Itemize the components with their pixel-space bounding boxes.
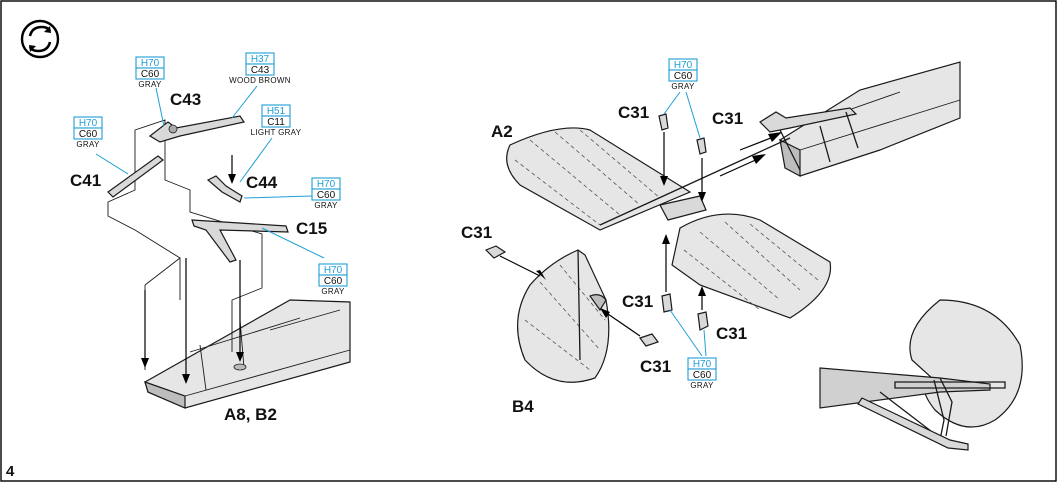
label-c41: C41 — [70, 171, 101, 190]
label-c31: C31 — [716, 324, 747, 343]
repeat-assembly-icon — [20, 19, 60, 59]
label-c15: C15 — [296, 219, 327, 238]
fuselage-tail-part — [144, 299, 351, 409]
color-callout: H37 C43 WOOD BROWN — [229, 52, 291, 85]
fuselage-rear-part — [759, 61, 961, 177]
svg-text:H51: H51 — [267, 106, 286, 117]
svg-text:C60: C60 — [693, 370, 712, 381]
label-b4: B4 — [512, 397, 534, 416]
svg-text:H70: H70 — [317, 179, 336, 190]
svg-text:GRAY: GRAY — [321, 287, 345, 296]
part-c15 — [191, 219, 289, 263]
svg-text:H70: H70 — [693, 359, 712, 370]
color-callout: H70 C60 GRAY — [687, 357, 717, 390]
svg-text:H37: H37 — [251, 54, 270, 65]
svg-text:C43: C43 — [251, 65, 270, 76]
part-c44 — [206, 175, 243, 203]
svg-text:H70: H70 — [141, 58, 160, 69]
part-c31 — [484, 245, 507, 259]
right-assembly: C31 C31 A2 C31 C31 C31 C31 B4 — [461, 61, 961, 416]
svg-text:C60: C60 — [141, 69, 160, 80]
label-c31: C31 — [618, 103, 649, 122]
svg-text:LIGHT GRAY: LIGHT GRAY — [251, 128, 302, 137]
part-c41 — [107, 155, 164, 198]
part-c43 — [148, 115, 245, 143]
color-callout: H70 C60 GRAY — [135, 56, 165, 89]
left-assembly-arrows — [141, 155, 244, 384]
part-c31 — [697, 311, 709, 331]
svg-text:H70: H70 — [674, 60, 693, 71]
right-assembly-arrows — [499, 132, 782, 337]
svg-text:C60: C60 — [79, 129, 98, 140]
svg-text:C60: C60 — [674, 71, 693, 82]
part-c31 — [696, 137, 707, 155]
label-c31: C31 — [712, 109, 743, 128]
label-c44: C44 — [246, 173, 278, 192]
rudder-b4 — [517, 249, 610, 383]
part-c31 — [661, 293, 673, 313]
label-a2: A2 — [491, 122, 513, 141]
color-callout: H51 C11 LIGHT GRAY — [251, 104, 302, 137]
svg-text:GRAY: GRAY — [76, 140, 100, 149]
part-c31 — [658, 113, 669, 131]
svg-text:WOOD BROWN: WOOD BROWN — [229, 76, 291, 85]
svg-text:H70: H70 — [324, 265, 343, 276]
step-number: 4 — [6, 463, 15, 480]
svg-text:GRAY: GRAY — [314, 201, 338, 210]
svg-text:H70: H70 — [79, 118, 98, 129]
label-c31: C31 — [461, 223, 492, 242]
label-c31: C31 — [622, 292, 653, 311]
color-callout: H70 C60 GRAY — [311, 177, 341, 210]
svg-text:GRAY: GRAY — [690, 381, 714, 390]
color-callout: H70 C60 GRAY — [668, 58, 698, 91]
part-c31 — [639, 333, 659, 347]
detail-inset — [819, 299, 1023, 451]
svg-text:GRAY: GRAY — [138, 80, 162, 89]
svg-text:GRAY: GRAY — [671, 82, 695, 91]
svg-text:C60: C60 — [317, 190, 336, 201]
label-c43: C43 — [170, 90, 201, 109]
left-assembly: C43 C41 C44 C15 A8, B2 — [70, 85, 351, 424]
label-c31: C31 — [640, 357, 671, 376]
elevator-right — [671, 213, 832, 319]
color-callout: H70 C60 GRAY — [73, 116, 103, 149]
svg-text:C11: C11 — [267, 117, 285, 128]
color-callout: H70 C60 GRAY — [318, 263, 348, 296]
label-a8-b2: A8, B2 — [224, 405, 277, 424]
svg-text:C60: C60 — [324, 276, 343, 287]
